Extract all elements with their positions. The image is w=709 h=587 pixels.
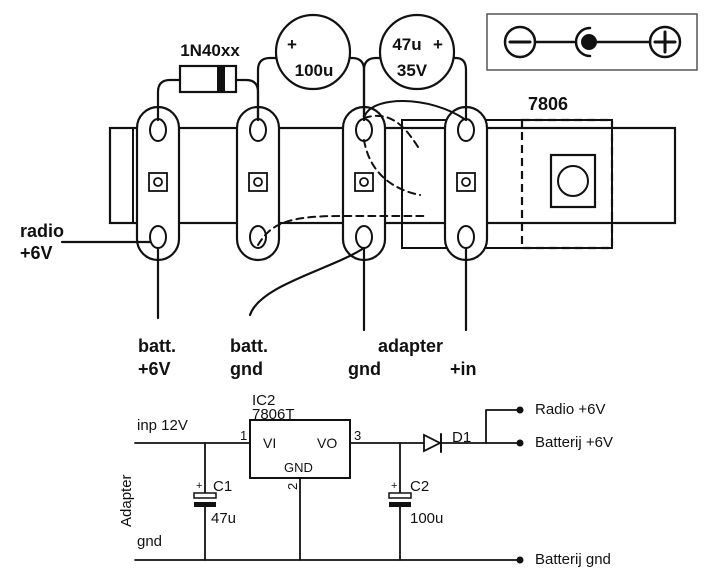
ic2-pin-vi: VI — [263, 435, 276, 451]
adapter-plus-in-label: +in — [450, 359, 477, 379]
batt-pos-label-2: +6V — [138, 359, 171, 379]
radio-branch — [485, 409, 521, 444]
adapter-label: adapter — [378, 336, 443, 356]
terminal-lug-1 — [135, 105, 181, 262]
batt-gnd-label-2: gnd — [230, 359, 263, 379]
reg-wire-gnd-dashed — [363, 115, 421, 151]
ic2-pin-gnd: GND — [284, 460, 313, 475]
regulator-mount-hole — [557, 165, 589, 197]
c1-value: 47u — [211, 510, 236, 527]
gnd-terminal-dot — [516, 556, 524, 564]
regulator-mount-square — [549, 153, 597, 209]
c2-name: C2 — [410, 478, 429, 495]
terminal-lug-4 — [443, 105, 489, 262]
radio-terminal-dot — [516, 406, 524, 414]
center-positive-dc-jack-icon — [503, 25, 682, 59]
reg-wire-gnd-dashed-2 — [363, 139, 421, 196]
ic2-name: IC2 — [252, 392, 275, 409]
d1-label: D1 — [452, 429, 471, 446]
adapter-vertical-label: Adapter — [118, 474, 135, 527]
terminal-lug-2 — [235, 105, 281, 262]
cap-100u-plus: + — [287, 35, 297, 54]
c2-plus: + — [391, 480, 397, 492]
cap-100u-value: 100u — [295, 61, 334, 80]
terminal-lug-3 — [341, 105, 387, 262]
regulator-tab-outline — [520, 118, 614, 250]
ic2-pin-vo: VO — [317, 435, 337, 451]
cap-47u-plus: + — [433, 35, 443, 54]
c2-value: 100u — [410, 510, 443, 527]
terminal-strip-board — [108, 126, 677, 225]
plus-circle — [648, 25, 682, 59]
gnd-bridge-dashed — [257, 215, 426, 246]
jack-pin — [581, 34, 597, 50]
batt-pos-terminal-dot — [516, 439, 524, 447]
c1-plus: + — [196, 480, 202, 492]
regulator-body-outline — [401, 119, 613, 249]
regulator-label: 7806 — [528, 94, 568, 114]
polarity-symbol — [486, 13, 698, 71]
batt-gnd-wire — [248, 246, 366, 317]
cap-47u-value: 47u — [392, 35, 421, 54]
c1-name: C1 — [213, 478, 232, 495]
radio-label-2: +6V — [20, 243, 53, 263]
adapter-gnd-label: gnd — [348, 359, 381, 379]
diode-1n40xx — [156, 64, 260, 122]
pin-3-number: 3 — [354, 428, 361, 443]
out-batt-label: Batterij +6V — [535, 434, 613, 451]
radio-label-1: radio — [20, 221, 64, 241]
reg-wire-in — [363, 100, 467, 121]
batt-gnd-label-1: batt. — [230, 336, 268, 356]
capacitor-c2-symbol — [388, 442, 412, 561]
out-radio-label: Radio +6V — [535, 401, 605, 418]
diode-label: 1N40xx — [180, 41, 240, 60]
adapter-gnd-label-schematic: gnd — [137, 533, 162, 550]
cap-47u-voltage: 35V — [397, 61, 428, 80]
out-gnd-label: Batterij gnd — [535, 551, 611, 568]
schematic: IC2 7806T VI VO GND 1 3 2 inp 12V D1 Rad… — [118, 392, 613, 568]
pin-2-number: 2 — [285, 483, 300, 490]
capacitor-47u — [362, 13, 468, 122]
input-label: inp 12V — [137, 417, 188, 434]
capacitor-c1-symbol — [193, 442, 217, 561]
diode-d1-symbol — [423, 433, 443, 453]
pin-1-number: 1 — [240, 428, 247, 443]
ic2-part: 7806T — [252, 406, 295, 423]
batt-pos-label-1: batt. — [138, 336, 176, 356]
terminal-strip-layout: 1N40xx + 100u 47u + 35V 7806 radio — [20, 13, 677, 379]
jack-sleeve — [574, 26, 592, 58]
